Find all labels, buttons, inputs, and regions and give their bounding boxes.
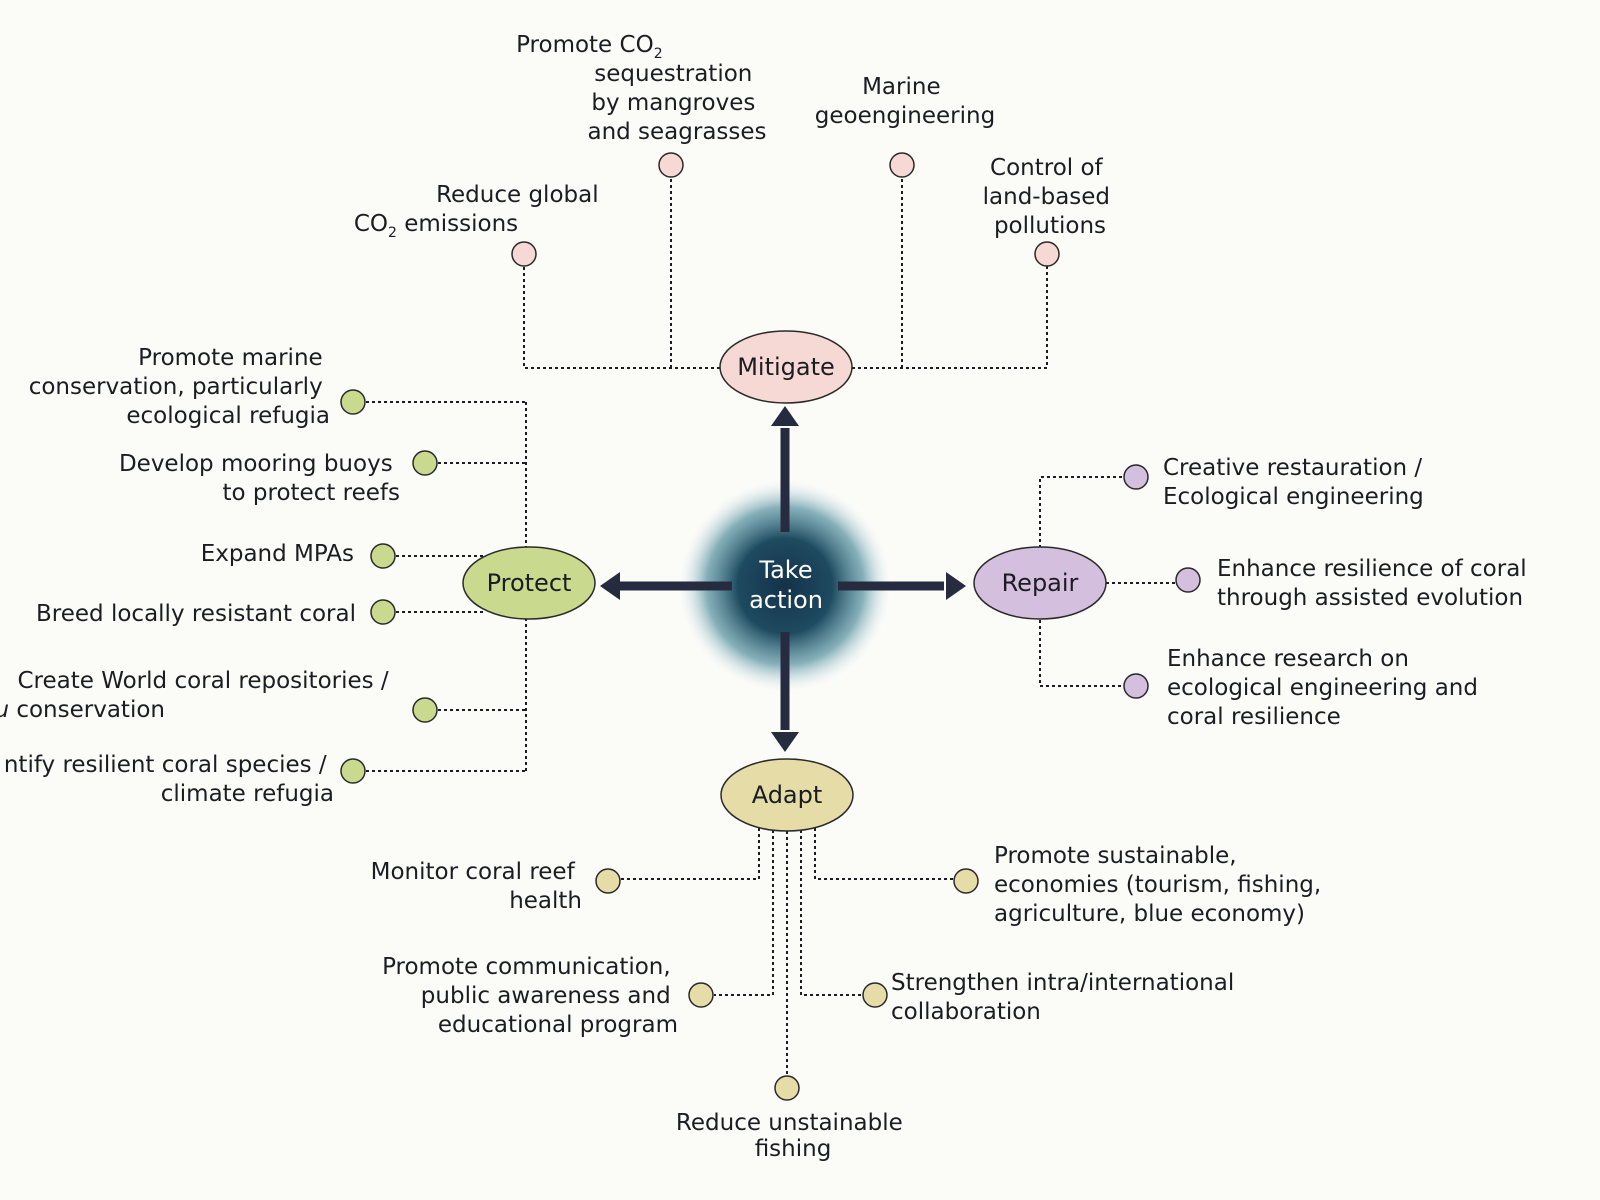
label-monitor: Monitor coral reef health	[371, 859, 582, 914]
center-label-line1: Take	[758, 556, 812, 584]
connector-pollution	[852, 256, 1048, 369]
connectors	[366, 178, 1176, 1075]
label-evolution: Enhance resilience of coral through assi…	[1217, 556, 1534, 611]
label-identify: ntify resilient coral species / climate …	[4, 752, 334, 807]
hub-mitigate: Mitigate	[719, 330, 853, 404]
dot-conservation	[340, 389, 366, 415]
dot-buoys	[412, 450, 438, 476]
label-communication: Promote communication, public awareness …	[382, 954, 678, 1038]
protect-ellipse	[462, 546, 596, 620]
repair-ellipse	[973, 546, 1107, 620]
center-label-line2: action	[749, 586, 823, 614]
dot-breed	[370, 599, 396, 625]
repair-label: Repair	[1002, 569, 1079, 597]
dot-pollution	[1034, 241, 1060, 267]
mitigate-label: Mitigate	[737, 353, 835, 381]
label-reduce-co2: Reduce global CO2 emissions	[354, 182, 606, 241]
connector-collaboration	[800, 830, 862, 996]
label-research: Enhance research on ecological engineeri…	[1167, 646, 1485, 730]
dot-collaboration	[862, 982, 888, 1008]
arrow-left	[600, 572, 732, 600]
label-buoys: Develop mooring buoys to protect reefs	[119, 451, 400, 506]
label-sequestration: Promote CO2 sequestration by mangroves a…	[516, 32, 766, 145]
dot-communication	[688, 982, 714, 1008]
label-mpas: Expand MPAs	[201, 541, 354, 567]
label-pollution: Control of land-based pollutions	[983, 155, 1118, 239]
dot-identify	[340, 758, 366, 784]
adapt-ellipse	[720, 758, 854, 832]
label-geoengineering: Marine geoengineering	[815, 74, 995, 129]
dot-geoengineering	[889, 152, 915, 178]
dot-research	[1123, 673, 1149, 699]
dot-restauration	[1123, 464, 1149, 490]
label-restauration: Creative restauration / Ecological engin…	[1163, 455, 1430, 510]
connector-research	[1039, 620, 1124, 687]
mitigate-ellipse	[719, 330, 853, 404]
dot-sequestration	[658, 152, 684, 178]
protect-label: Protect	[487, 569, 572, 597]
hub-adapt: Adapt	[720, 758, 854, 832]
arrow-down	[771, 632, 799, 752]
label-fishing: Reduce unstainable fishing	[676, 1110, 910, 1162]
dot-evolution	[1175, 567, 1201, 593]
arrow-right	[838, 572, 966, 600]
label-conservation: Promote marine conservation, particularl…	[29, 345, 330, 429]
connector-monitor	[621, 828, 760, 880]
connector-restauration	[1039, 476, 1124, 548]
hub-protect: Protect	[462, 546, 596, 620]
label-repositories: Create World coral repositories / Ex sit…	[0, 668, 396, 723]
dot-repositories	[412, 697, 438, 723]
connector-economies	[814, 828, 953, 880]
dot-economies	[953, 868, 979, 894]
adapt-label: Adapt	[752, 781, 823, 809]
dot-monitor	[595, 868, 621, 894]
dot-mpas	[370, 543, 396, 569]
arrow-up	[771, 406, 799, 532]
hub-repair: Repair	[973, 546, 1107, 620]
connector-communication	[714, 830, 774, 996]
dot-reduce-co2	[511, 241, 537, 267]
connector-reduce-co2	[523, 256, 720, 369]
center-glow	[680, 481, 890, 691]
label-economies: Promote sustainable, economies (tourism,…	[994, 843, 1329, 927]
label-collaboration: Strengthen intra/international collabora…	[891, 970, 1242, 1025]
leaf-dots	[340, 152, 1201, 1101]
label-breed: Breed locally resistant coral	[36, 601, 356, 627]
dot-fishing	[774, 1075, 800, 1101]
main-arrows	[600, 406, 966, 752]
